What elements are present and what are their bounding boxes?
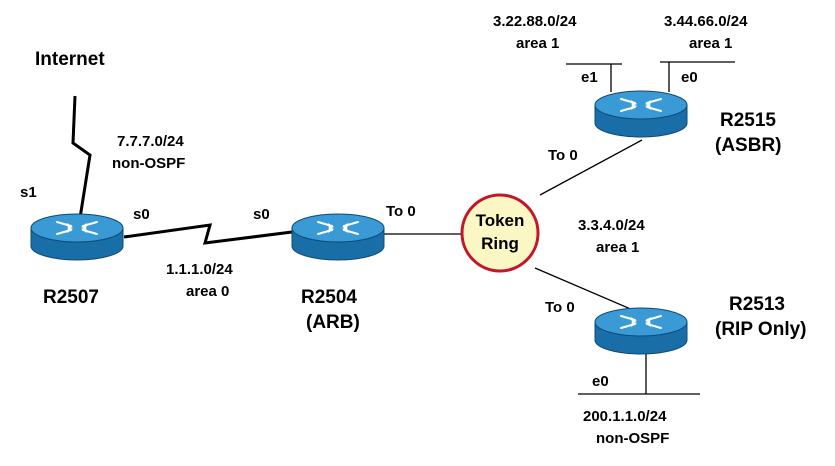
r2513-role: (RIP Only): [715, 319, 807, 340]
serial-link-r2507-r2504: [123, 223, 293, 245]
r2515-role: (ASBR): [715, 135, 782, 156]
r2515-e0-subnet: 3.44.66.0/24: [664, 13, 748, 30]
r2515-to0-interface: To 0: [548, 147, 578, 164]
link-ring-r2513: [534, 267, 641, 314]
r2504-role: (ARB): [306, 312, 360, 333]
link-ring-r2515: [539, 139, 643, 196]
r2507-s1-interface: s1: [20, 184, 37, 201]
r2515-e0-interface: e0: [681, 69, 698, 86]
r2513-e0-interface: e0: [592, 373, 609, 390]
r2513-e0-subnet: 200.1.1.0/24: [583, 408, 667, 425]
r2515-e1-area: area 1: [516, 35, 559, 52]
r2507-s0-interface: s0: [133, 206, 150, 223]
r2515-e0-area: area 1: [689, 35, 732, 52]
r2504-to0-interface: To 0: [386, 203, 416, 220]
r2513-to0-interface: To 0: [545, 299, 575, 316]
r2513-e0-area: non-OSPF: [596, 430, 669, 447]
router-icon[interactable]: [30, 213, 124, 261]
ring-subnet: 3.3.4.0/24: [578, 217, 645, 234]
internet-label: Internet: [35, 49, 105, 70]
token-ring-icon[interactable]: Token Ring: [460, 193, 540, 273]
router-icon[interactable]: [594, 90, 688, 138]
router-icon[interactable]: [594, 307, 688, 355]
r2515-e1-subnet: 3.22.88.0/24: [493, 13, 577, 30]
router-icon[interactable]: [291, 213, 385, 261]
internet-link-area: non-OSPF: [112, 155, 185, 172]
token-ring-label-line2: Ring: [481, 234, 519, 253]
r2504-s0-interface: s0: [253, 206, 270, 223]
r2507-name: R2507: [43, 287, 99, 308]
r2515-e1-interface: e1: [581, 69, 598, 86]
r2504-name: R2504: [301, 287, 357, 308]
internet-serial-link: [71, 95, 92, 219]
serial-link-area: area 0: [186, 283, 229, 300]
ring-area: area 1: [596, 239, 639, 256]
token-ring-label-line1: Token: [476, 211, 525, 230]
r2515-name: R2515: [720, 110, 776, 131]
r2513-name: R2513: [729, 294, 785, 315]
internet-link-subnet: 7.7.7.0/24: [117, 133, 184, 150]
serial-link-subnet: 1.1.1.0/24: [166, 261, 233, 278]
